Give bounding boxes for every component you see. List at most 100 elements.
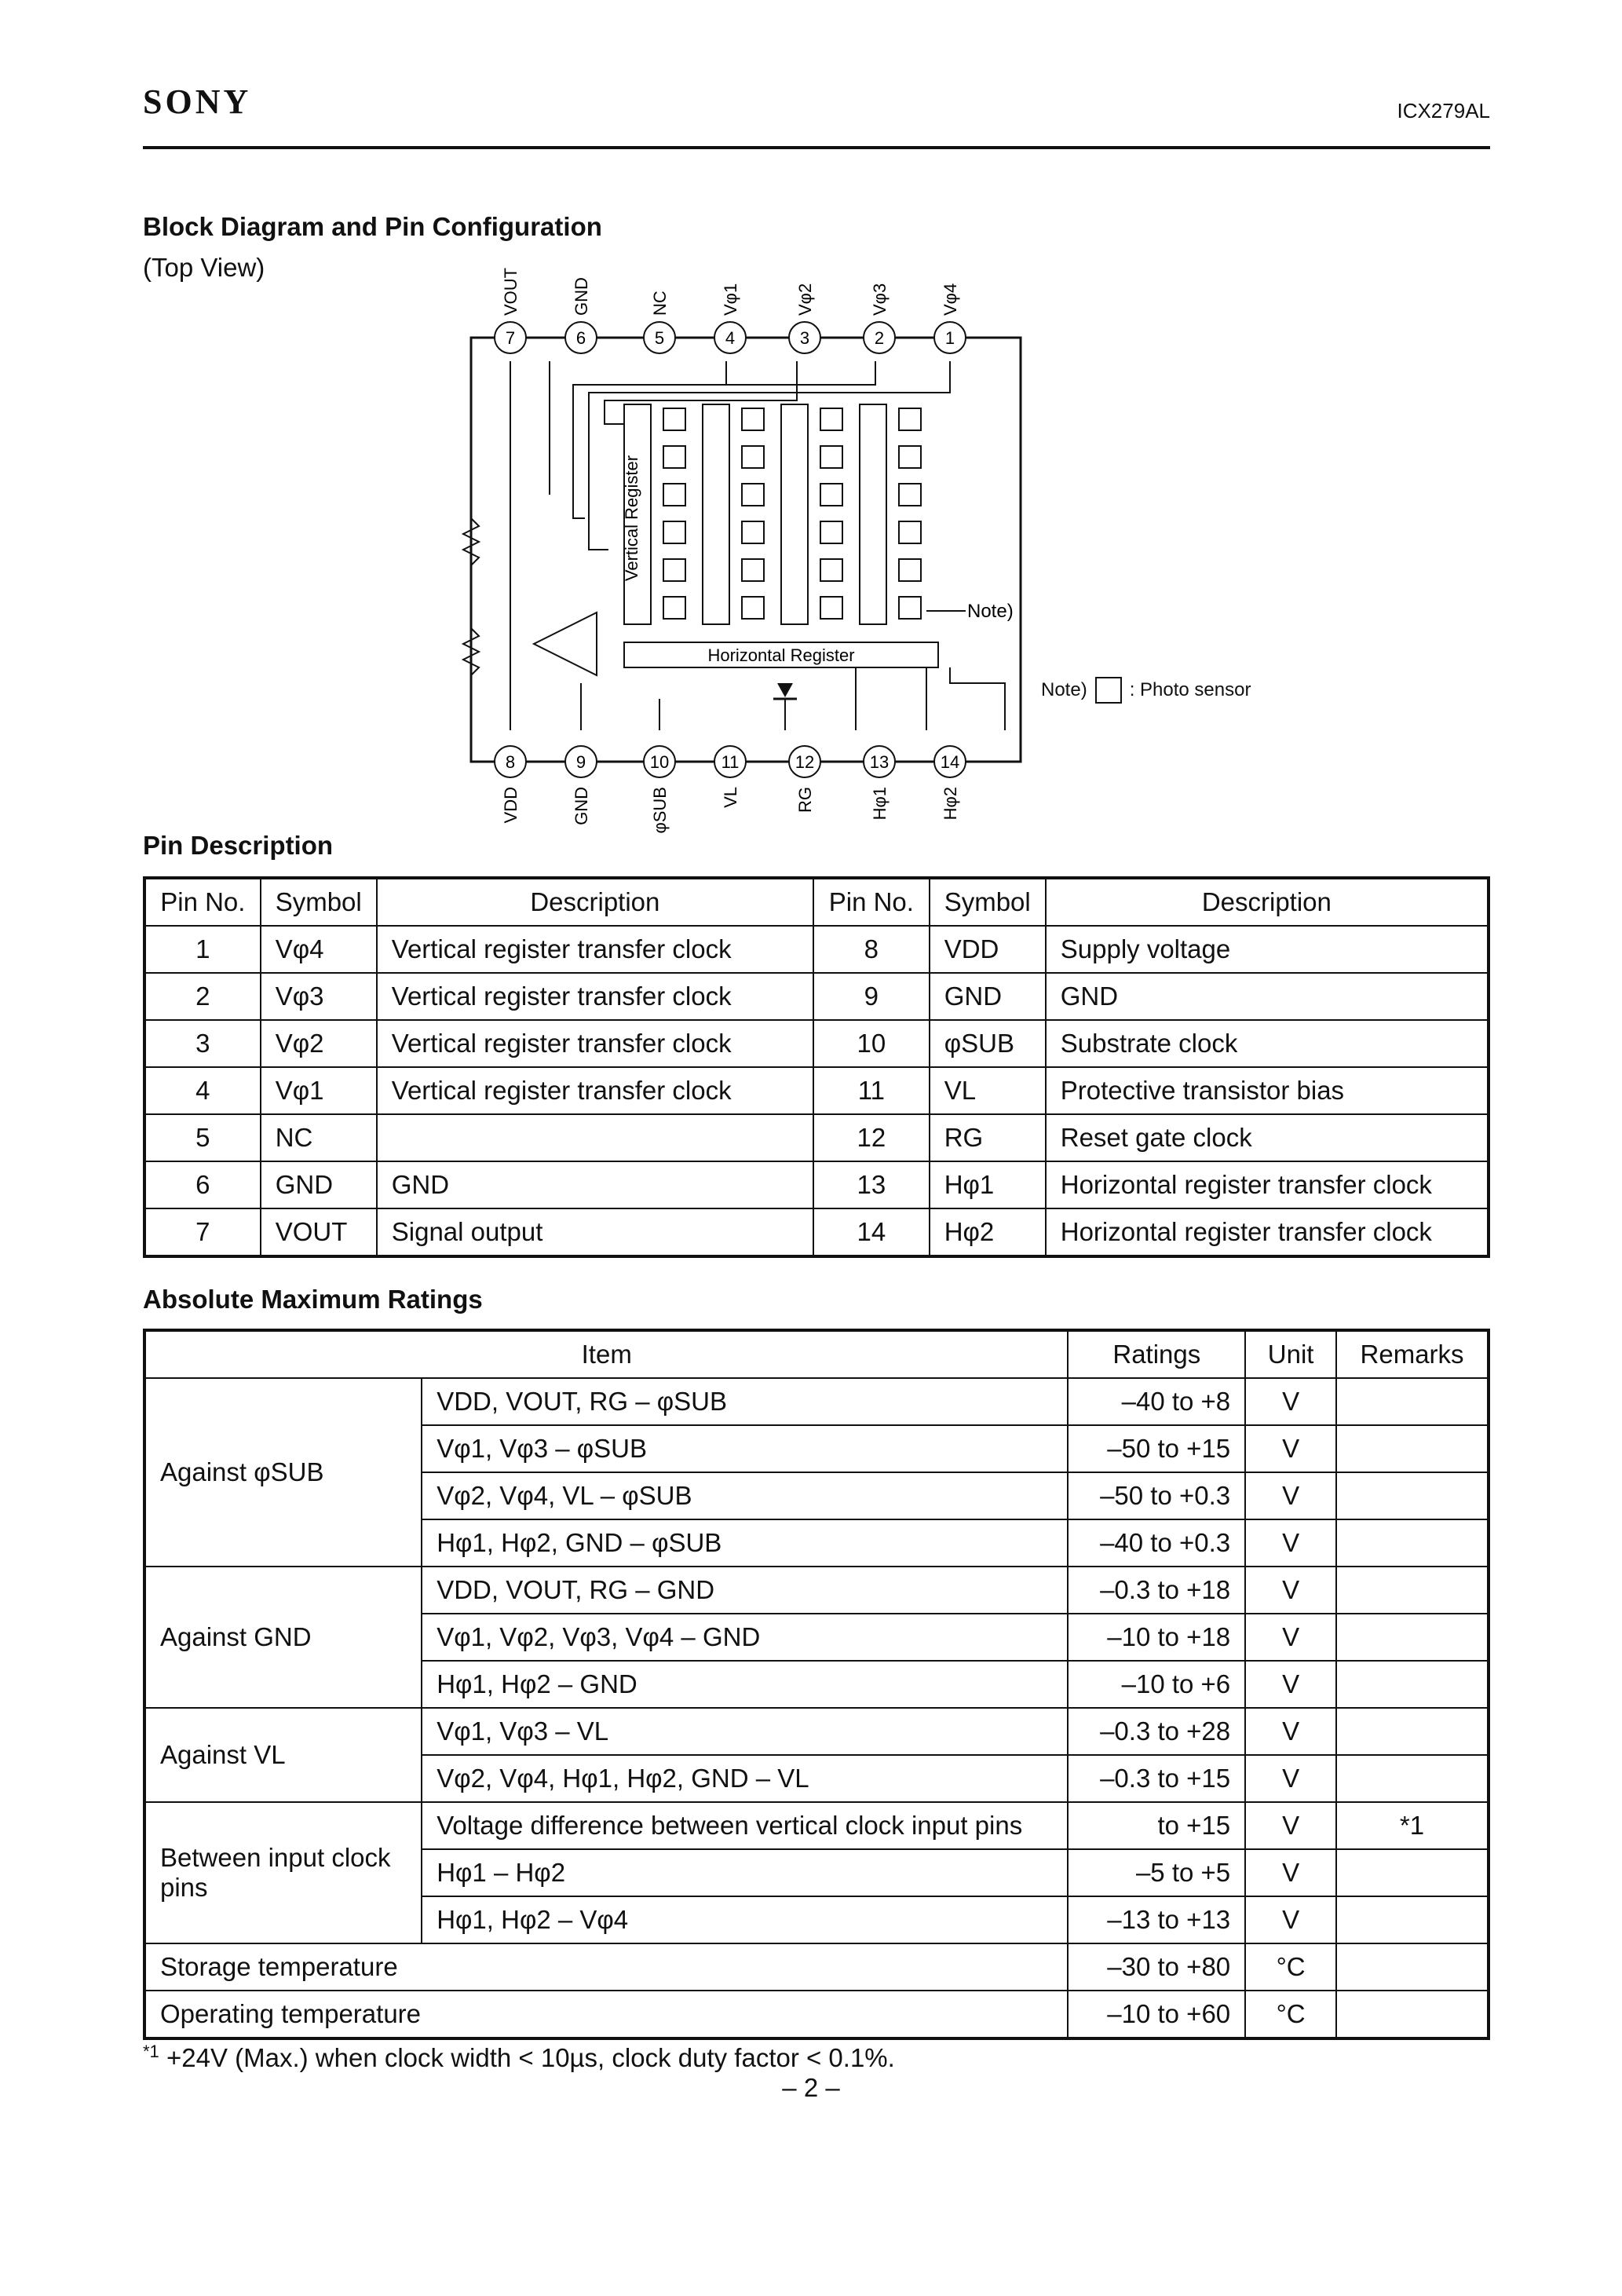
note-pointer: Note) [967, 601, 1014, 622]
rating-cell: –10 to +18 [1067, 1613, 1247, 1662]
unit-cell: V [1244, 1472, 1338, 1520]
pin-number: 2 [875, 328, 884, 348]
table-cell: Vφ4 [259, 925, 378, 974]
col-ratings: Ratings [1067, 1329, 1247, 1379]
remark-cell [1335, 1519, 1489, 1567]
pin-label: NC [650, 291, 670, 316]
item-cell: Hφ1 – Hφ2 [421, 1848, 1069, 1897]
table-cell: NC [259, 1113, 378, 1162]
footnote: *1 +24V (Max.) when clock width < 10µs, … [143, 2042, 895, 2073]
pin-label: Vφ2 [795, 283, 815, 316]
table-cell: Protective transistor bias [1044, 1066, 1490, 1115]
pin-label: Hφ2 [941, 787, 960, 820]
pin-number: 5 [655, 328, 664, 348]
remark-cell [1335, 1990, 1489, 2039]
pin-number: 9 [576, 752, 586, 772]
item-cell: Operating temperature [143, 1990, 1069, 2039]
table-cell: φSUB [928, 1019, 1047, 1068]
photo-sensor-cell [898, 483, 922, 506]
table-cell: Vφ2 [259, 1019, 378, 1068]
group-cell: Between input clock pins [143, 1801, 423, 1944]
table-cell: Horizontal register transfer clock [1044, 1161, 1490, 1209]
unit-cell: V [1244, 1754, 1338, 1803]
photo-sensor-icon [1094, 677, 1122, 704]
item-cell: Vφ1, Vφ3 – φSUB [421, 1424, 1069, 1473]
rating-cell: –50 to +0.3 [1067, 1472, 1247, 1520]
header-rule [143, 146, 1490, 149]
table-cell: GND [928, 972, 1047, 1021]
table-cell: Vertical register transfer clock [375, 925, 815, 974]
pin-circle [863, 745, 896, 778]
table-header-row: Item Ratings Unit Remarks [143, 1329, 1489, 1379]
table-cell: Substrate clock [1044, 1019, 1490, 1068]
clock-wiring [510, 361, 951, 667]
remark-cell [1335, 1754, 1489, 1803]
item-cell: Vφ2, Vφ4, VL – φSUB [421, 1472, 1069, 1520]
photo-sensor-cell [820, 596, 843, 620]
remark-cell [1335, 1424, 1489, 1473]
photo-sensor-cell [663, 445, 686, 469]
photo-sensor-cell [741, 408, 765, 431]
pin-circle [714, 321, 747, 354]
pin-circle [714, 745, 747, 778]
remark-cell [1335, 1943, 1489, 1991]
pin-label: RG [795, 787, 815, 813]
photo-sensor-cell [820, 521, 843, 544]
rating-cell: –40 to +8 [1067, 1377, 1247, 1426]
table-cell: Vertical register transfer clock [375, 1066, 815, 1115]
table-cell: GND [375, 1161, 815, 1209]
remark-cell [1335, 1707, 1489, 1756]
rating-cell: –13 to +13 [1067, 1896, 1247, 1944]
table-cell: VL [928, 1066, 1047, 1115]
pin-label: φSUB [650, 787, 670, 834]
table-cell: 12 [813, 1113, 930, 1162]
pin-label: Vφ3 [870, 283, 890, 316]
pin-circle [788, 321, 821, 354]
pin-circle [494, 745, 527, 778]
unit-cell: V [1244, 1377, 1338, 1426]
block-diagram-subtitle: (Top View) [143, 253, 265, 282]
table-cell: 13 [813, 1161, 930, 1209]
rating-cell: –0.3 to +15 [1067, 1754, 1247, 1803]
note-key-prefix: Note) [1041, 679, 1087, 700]
remark-cell [1335, 1848, 1489, 1897]
pin-circle [564, 321, 597, 354]
pin-description-title: Pin Description [143, 831, 334, 860]
table-cell: 5 [144, 1113, 261, 1162]
rating-cell: to +15 [1067, 1801, 1247, 1850]
table-cell: 4 [144, 1066, 261, 1115]
remark-cell [1335, 1566, 1489, 1614]
photo-sensor-cell [820, 445, 843, 469]
remark-cell [1335, 1660, 1489, 1709]
col-description: Description [1044, 877, 1490, 927]
item-cell: VDD, VOUT, RG – GND [421, 1566, 1069, 1614]
rating-cell: –30 to +80 [1067, 1943, 1247, 1991]
horizontal-register [623, 642, 939, 668]
table-cell: Reset gate clock [1044, 1113, 1490, 1162]
photo-sensor-cell [898, 445, 922, 469]
table-row: Operating temperature–10 to +60°C [143, 1990, 1489, 2039]
item-cell: VDD, VOUT, RG – φSUB [421, 1377, 1069, 1426]
table-cell: 2 [144, 972, 261, 1021]
pin-circle [788, 745, 821, 778]
rating-cell: –50 to +15 [1067, 1424, 1247, 1473]
pin-circle [933, 321, 966, 354]
pin-circle [643, 321, 676, 354]
table-cell: GND [259, 1161, 378, 1209]
pin-label: GND [572, 787, 591, 825]
pin-number: 1 [945, 328, 955, 348]
rating-cell: –0.3 to +18 [1067, 1566, 1247, 1614]
col-symbol: Symbol [259, 877, 378, 927]
table-row: Storage temperature–30 to +80°C [143, 1943, 1489, 1991]
photo-sensor-cell [820, 408, 843, 431]
